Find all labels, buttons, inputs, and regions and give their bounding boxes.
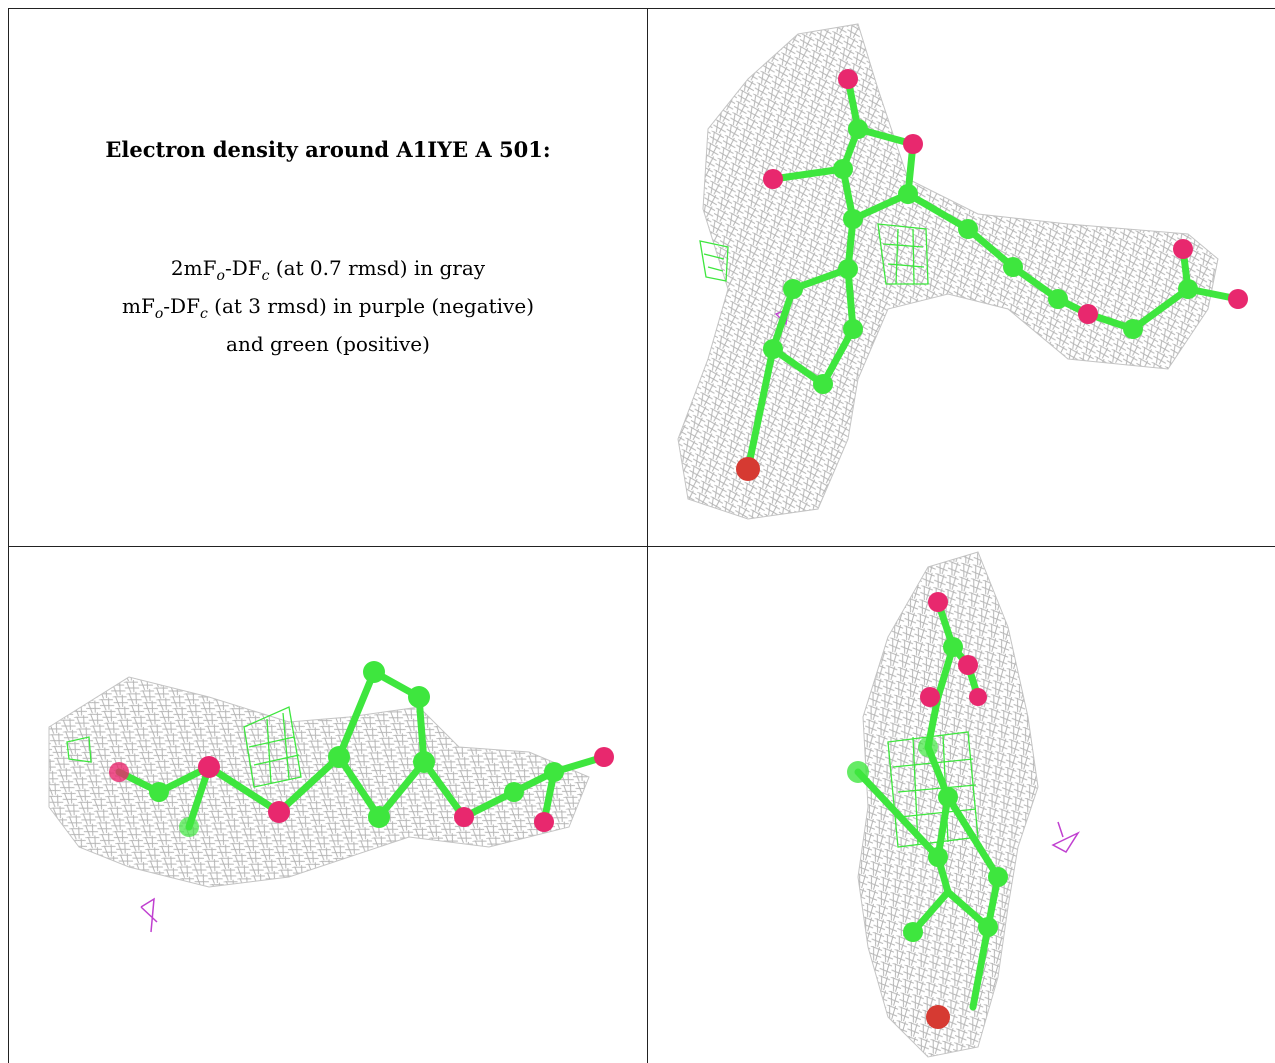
atom-oxygen (268, 801, 290, 823)
legend-text: 2mFo-DFc (at 0.7 rmsd) in gray mFo-DFc (… (9, 253, 647, 359)
positive-density-center (877, 223, 929, 285)
atom-carbon (413, 751, 435, 773)
density-mesh (677, 23, 1219, 520)
atom-carbon (903, 922, 923, 942)
atom-carbon (847, 761, 869, 783)
atom-oxygen (198, 756, 220, 778)
density-view-2-image (48, 661, 614, 933)
density-mesh (48, 676, 590, 888)
density-view-3 (648, 547, 1275, 1063)
legend-line-difference: mFo-DFc (at 3 rmsd) in purple (negative) (122, 294, 534, 322)
ligand-atoms (736, 69, 1248, 481)
atom-carbon (408, 686, 430, 708)
atom-carbon (504, 782, 524, 802)
atom-carbon (898, 184, 918, 204)
legend-line-positive: and green (positive) (226, 332, 430, 356)
ligand-atoms (847, 592, 1008, 1029)
ligand-atoms (109, 661, 614, 837)
density-view-3-image (847, 551, 1081, 1058)
atom-bromine (736, 457, 760, 481)
atom-carbon (1123, 319, 1143, 339)
atom-oxygen (454, 807, 474, 827)
atom-oxygen (109, 762, 129, 782)
atom-carbon (838, 259, 858, 279)
positive-density-center (243, 706, 302, 788)
atom-carbon (368, 806, 390, 828)
atom-carbon (328, 746, 350, 768)
atom-oxygen (920, 687, 940, 707)
atom-oxygen (1173, 239, 1193, 259)
density-view-2 (9, 547, 647, 1063)
atom-carbon (1178, 279, 1198, 299)
atom-carbon (988, 867, 1008, 887)
atom-carbon (843, 209, 863, 229)
positive-density-left (66, 736, 92, 763)
atom-carbon (918, 737, 938, 757)
atom-oxygen (969, 688, 987, 706)
atom-oxygen (763, 169, 783, 189)
negative-density-mark (1051, 821, 1081, 853)
atom-carbon (813, 374, 833, 394)
atom-carbon (833, 159, 853, 179)
figure-title: Electron density around A1IYE A 501: (105, 137, 551, 162)
atom-carbon (149, 782, 169, 802)
atom-oxygen (838, 69, 858, 89)
atom-oxygen (594, 747, 614, 767)
atom-carbon (848, 119, 868, 139)
atom-oxygen (1078, 304, 1098, 324)
atom-oxygen (1228, 289, 1248, 309)
density-view-1-image (677, 23, 1248, 520)
atom-oxygen (928, 592, 948, 612)
atom-carbon (763, 339, 783, 359)
atom-oxygen (903, 134, 923, 154)
atom-oxygen (534, 812, 554, 832)
atom-carbon (179, 817, 199, 837)
negative-density-mark (140, 897, 158, 933)
atom-carbon (843, 319, 863, 339)
table-divider-vertical (647, 8, 648, 1063)
density-view-1 (648, 9, 1275, 546)
atom-carbon (958, 219, 978, 239)
caption-cell: Electron density around A1IYE A 501: 2mF… (9, 9, 647, 546)
table-divider-horizontal (8, 546, 1275, 547)
atom-carbon (363, 661, 385, 683)
atom-oxygen (958, 655, 978, 675)
atom-carbon (943, 637, 963, 657)
atom-bromine (926, 1005, 950, 1029)
atom-carbon (544, 762, 564, 782)
table-border-top (8, 8, 1275, 9)
atom-carbon (928, 847, 948, 867)
positive-density-left (699, 240, 729, 282)
atom-carbon (978, 917, 998, 937)
atom-carbon (938, 787, 958, 807)
table-border-left (8, 8, 9, 1063)
legend-line-gray: 2mFo-DFc (at 0.7 rmsd) in gray (170, 256, 486, 284)
atom-carbon (1003, 257, 1023, 277)
atom-carbon (1048, 289, 1068, 309)
atom-carbon (783, 279, 803, 299)
